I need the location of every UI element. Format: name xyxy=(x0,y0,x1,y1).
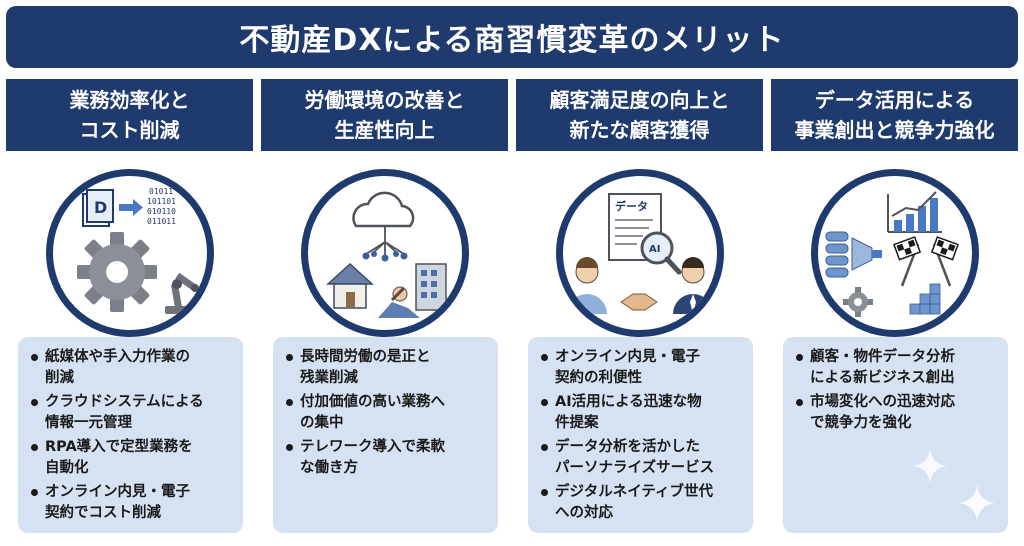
doc-letter: D xyxy=(94,198,107,217)
column-customer-satisfaction: 顧客満足度の向上と 新たな顧客獲得 データ AI xyxy=(516,79,763,541)
benefit-list: 紙媒体や手入力作業の削減 クラウドシステムによる情報一元管理 RPA導入で定型業… xyxy=(30,347,235,524)
page-title: 不動産DXによる商習慣変革のメリット xyxy=(239,23,785,58)
database-funnel-icon xyxy=(825,231,882,278)
heading-line-1: 顧客満足度の向上と xyxy=(549,88,730,112)
column-heading: 顧客満足度の向上と 新たな顧客獲得 xyxy=(516,79,763,151)
illustration-circle xyxy=(811,169,979,337)
title-banner: 不動産DXによる商習慣変革のメリット xyxy=(6,6,1018,68)
benefit-card: 顧客・物件データ分析による新ビジネス創出 市場変化への迅速対応で競争力を強化 xyxy=(783,337,1008,533)
benefit-card: 紙媒体や手入力作業の削減 クラウドシステムによる情報一元管理 RPA導入で定型業… xyxy=(18,337,243,533)
heading-line-2: 新たな顧客獲得 xyxy=(569,118,710,142)
list-item: オンライン内見・電子契約の利便性 xyxy=(540,347,745,389)
list-item: テレワーク導入で柔軟な働き方 xyxy=(285,437,490,479)
svg-text:011011: 011011 xyxy=(147,217,176,226)
svg-text:010110: 010110 xyxy=(147,207,176,216)
column-heading: 業務効率化と コスト削減 xyxy=(6,79,253,151)
benefit-list: オンライン内見・電子契約の利便性 AI活用による迅速な物件提案 データ分析を活か… xyxy=(540,347,745,524)
house-icon xyxy=(326,262,374,309)
document-icon: D xyxy=(82,189,114,227)
list-item: クラウドシステムによる情報一元管理 xyxy=(30,392,235,434)
heading-line-1: 労働環境の改善と xyxy=(304,88,465,112)
column-work-environment: 労働環境の改善と 生産性向上 xyxy=(261,79,508,541)
agent-icon xyxy=(673,257,713,314)
list-item: 顧客・物件データ分析による新ビジネス創出 xyxy=(795,347,1000,389)
handshake-icon xyxy=(620,293,658,311)
heading-line-2: コスト削減 xyxy=(79,118,180,142)
column-efficiency: 業務効率化と コスト削減 D 01011 101101 010110 01101… xyxy=(6,79,253,541)
svg-text:AI: AI xyxy=(649,244,660,255)
relaxing-person-icon xyxy=(378,286,420,318)
list-item: 市場変化への迅速対応で競争力を強化 xyxy=(795,392,1000,434)
office-building-icon xyxy=(415,263,447,311)
illustration-circle: データ AI xyxy=(556,169,724,337)
heading-line-2: 事業創出と競争力強化 xyxy=(794,118,995,142)
customer-icon xyxy=(567,257,607,314)
benefit-card: 長時間労働の是正と残業削減 付加価値の高い業務への集中 テレワーク導入で柔軟な働… xyxy=(273,337,498,533)
list-item: 付加価値の高い業務への集中 xyxy=(285,392,490,434)
gear-icon xyxy=(843,287,873,317)
illustration-circle xyxy=(301,169,469,337)
column-heading: データ活用による 事業創出と競争力強化 xyxy=(771,79,1018,151)
arrow-icon xyxy=(119,199,143,216)
list-item: データ分析を活かしたパーソナライズサービス xyxy=(540,437,745,479)
checkered-flags-icon xyxy=(893,236,959,287)
list-item: 長時間労働の是正と残業削減 xyxy=(285,347,490,389)
work-environment-illustration xyxy=(326,191,447,318)
heading-line-1: 業務効率化と xyxy=(69,88,190,112)
list-item: デジタルネイティブ世代への対応 xyxy=(540,482,745,524)
bar-chart-icon xyxy=(887,191,942,233)
binary-code-icon: 01011 101101 010110 011011 xyxy=(147,187,176,226)
benefit-list: 顧客・物件データ分析による新ビジネス創出 市場変化への迅速対応で競争力を強化 xyxy=(795,347,1000,434)
blocks-icon xyxy=(909,283,941,315)
heading-line-2: 生産性向上 xyxy=(334,118,435,142)
list-item: 紙媒体や手入力作業の削減 xyxy=(30,347,235,389)
sparkle-icon xyxy=(913,449,947,483)
heading-line-1: データ活用による xyxy=(814,88,975,112)
benefit-card: オンライン内見・電子契約の利便性 AI活用による迅速な物件提案 データ分析を活か… xyxy=(528,337,753,533)
cloud-network-icon xyxy=(352,191,415,262)
svg-text:データ: データ xyxy=(615,199,648,213)
gear-icon xyxy=(77,232,157,312)
list-item: AI活用による迅速な物件提案 xyxy=(540,392,745,434)
column-heading: 労働環境の改善と 生産性向上 xyxy=(261,79,508,151)
data-utilization-illustration xyxy=(825,191,959,317)
benefit-list: 長時間労働の是正と残業削減 付加価値の高い業務への集中 テレワーク導入で柔軟な働… xyxy=(285,347,490,479)
svg-text:01011: 01011 xyxy=(149,187,173,196)
column-data-utilization: データ活用による 事業創出と競争力強化 xyxy=(771,79,1018,541)
svg-text:101101: 101101 xyxy=(147,197,176,206)
efficiency-illustration: D 01011 101101 010110 011011 xyxy=(77,187,199,314)
robot-arm-icon xyxy=(165,272,199,314)
illustration-circle: D 01011 101101 010110 011011 xyxy=(46,169,214,337)
ai-magnifier-icon: AI xyxy=(640,231,682,275)
list-item: RPA導入で定型業務を自動化 xyxy=(30,437,235,479)
customer-illustration: データ AI xyxy=(567,193,713,314)
sparkle-icon xyxy=(959,485,995,521)
list-item: オンライン内見・電子契約でコスト削減 xyxy=(30,482,235,524)
